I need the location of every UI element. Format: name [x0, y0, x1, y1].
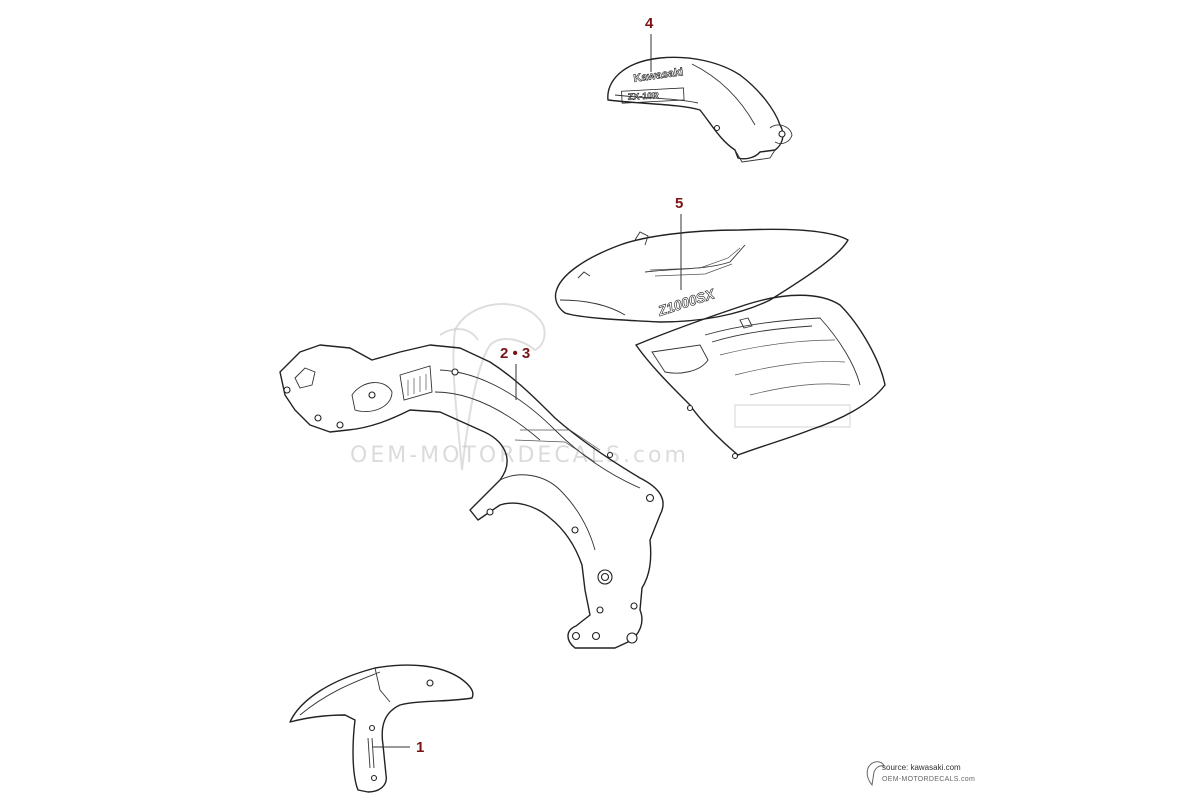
- callout-5: 5: [675, 195, 683, 290]
- frame-part: [279, 344, 664, 649]
- callout-label-4: 4: [645, 15, 654, 32]
- callout-label-5: 5: [675, 195, 683, 212]
- watermark: OEM-MOTORDECALS.com: [350, 303, 851, 471]
- callout-1: 1: [373, 739, 424, 756]
- front-fender-part: [289, 664, 474, 793]
- source-text: source: kawasaki.com: [882, 763, 961, 772]
- callout-2-3: 2 • 3: [500, 345, 530, 400]
- callout-4: 4: [645, 15, 654, 72]
- watermark-text: OEM-MOTORDECALS.com: [350, 443, 689, 468]
- source-badge: source: kawasaki.com OEM-MOTORDECALS.com: [866, 761, 975, 787]
- bird-logo-icon: [439, 303, 546, 471]
- source-site-text: OEM-MOTORDECALS.com: [882, 776, 975, 783]
- callout-label-1: 1: [416, 739, 424, 756]
- tank-brand-decal: Kawasaki: [633, 66, 684, 85]
- source-logo-icon: [866, 761, 885, 787]
- fuel-tank-part: Kawasaki ZX-10R: [607, 56, 793, 163]
- fairing-model-decal: Z1000SX: [655, 285, 718, 319]
- tank-model-decal: ZX-10R: [628, 90, 660, 102]
- side-fairing-part: Z1000SX: [554, 228, 886, 460]
- callout-label-2-3: 2 • 3: [500, 345, 530, 362]
